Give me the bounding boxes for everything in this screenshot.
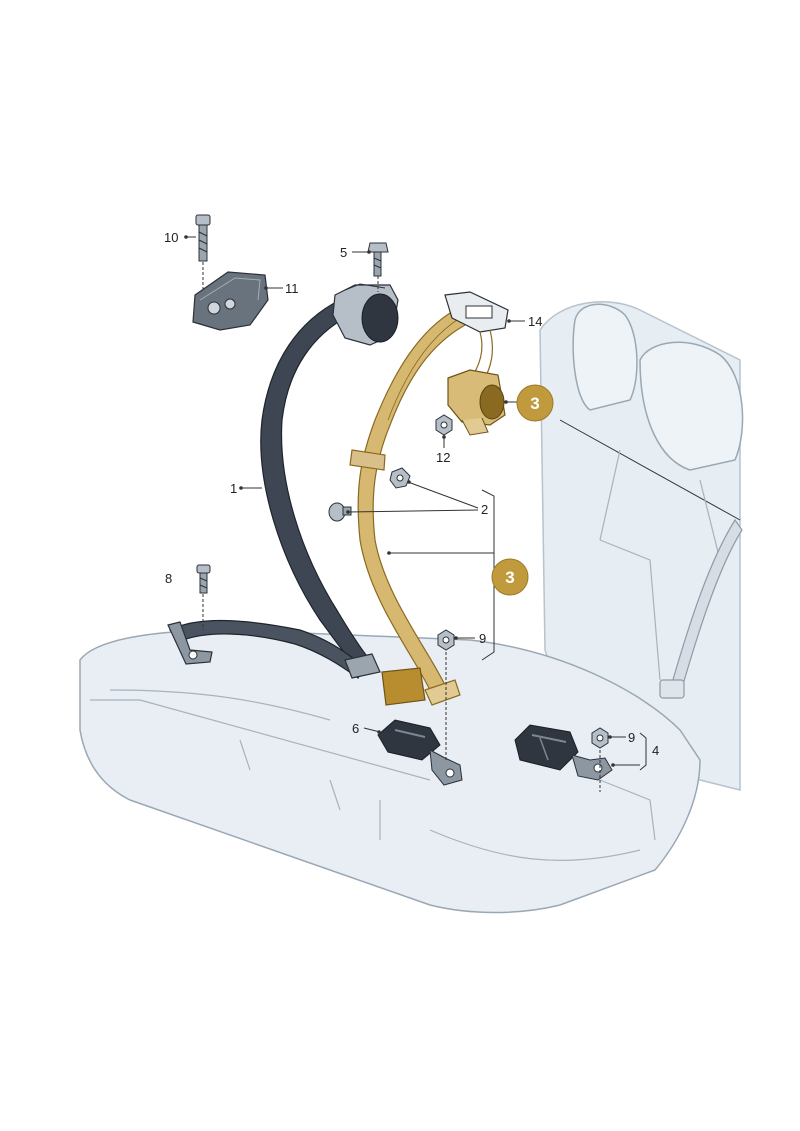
retractor-highlighted (447, 369, 506, 436)
badge-3-upper-text: 3 (530, 394, 539, 413)
label-12: 12 (436, 450, 450, 465)
headrest-right (639, 341, 744, 471)
label-9-right: 9 (628, 730, 635, 745)
nut-9-right (591, 727, 609, 749)
bolt-8 (196, 564, 211, 594)
buckle-4 (514, 724, 613, 781)
label-9-center: 9 (479, 631, 486, 646)
badge-3-upper: 3 (516, 384, 554, 422)
highlighted-seat-belt (349, 291, 509, 706)
bolt-10 (195, 214, 211, 262)
nut-9-center (437, 629, 455, 651)
label-14: 14 (528, 314, 542, 329)
nut-12 (435, 414, 453, 436)
label-5: 5 (340, 245, 347, 260)
label-10: 10 (164, 230, 178, 245)
mounting-bracket (192, 271, 269, 331)
dark-seat-belt (167, 299, 381, 679)
buckle-6 (377, 719, 463, 786)
label-6: 6 (352, 721, 359, 736)
retractor-upper (332, 283, 399, 346)
headrest-left (572, 303, 638, 411)
label-8: 8 (165, 571, 172, 586)
badge-3-lower-text: 3 (505, 568, 514, 587)
rear-seat (79, 301, 744, 914)
badge-3-lower: 3 (491, 558, 529, 596)
part-labels: 10 11 5 14 12 1 2 8 9 6 9 4 (164, 230, 659, 758)
label-11: 11 (285, 281, 299, 296)
clip-2-upper (389, 467, 411, 489)
bolt-5 (367, 242, 389, 277)
label-1: 1 (230, 481, 237, 496)
label-2: 2 (481, 502, 488, 517)
label-4: 4 (652, 743, 659, 758)
